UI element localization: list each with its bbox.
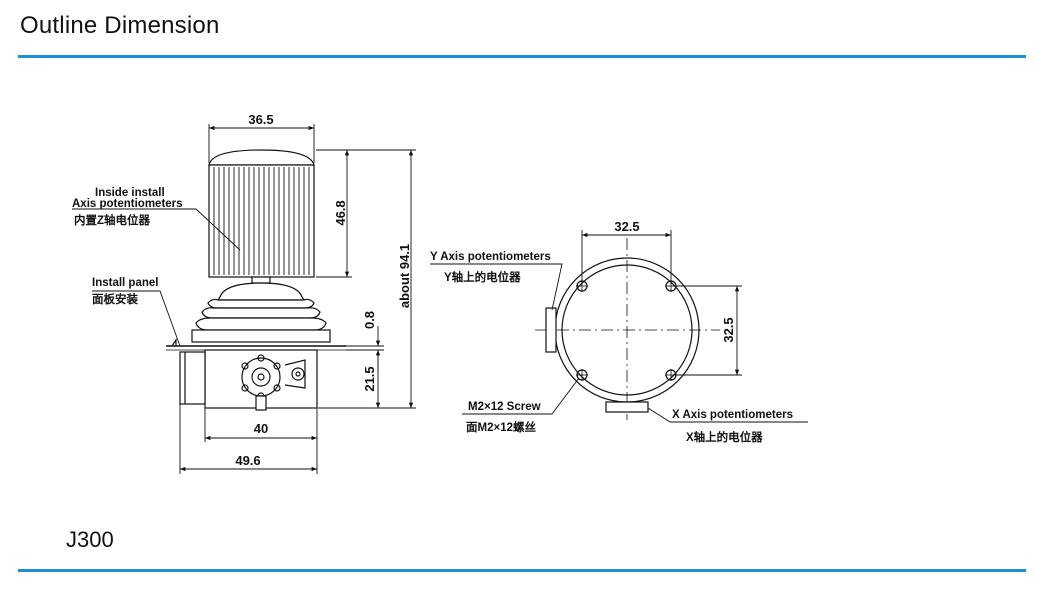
z-pot-leader bbox=[72, 208, 241, 251]
dim-hole-spacing-y: 32.5 bbox=[721, 317, 736, 342]
y-pot-label-cn: Y轴上的电位器 bbox=[444, 270, 521, 284]
y-pot-tab bbox=[545, 307, 557, 353]
knob-body bbox=[208, 164, 315, 278]
screw-label-en: M2×12 Screw bbox=[468, 401, 541, 413]
z-pot-label-en-2: Axis potentiometers bbox=[72, 198, 183, 210]
shaft bbox=[251, 276, 271, 284]
rubber-boot bbox=[216, 282, 306, 301]
screw-leader bbox=[462, 377, 580, 415]
dim-knob-height: 46.8 bbox=[333, 200, 348, 225]
side-dimensions bbox=[72, 124, 416, 474]
footer-divider bbox=[18, 569, 1026, 572]
dim-below-panel: 21.5 bbox=[362, 366, 377, 391]
knob-dome bbox=[208, 149, 315, 166]
dim-top-width: 36.5 bbox=[248, 112, 273, 127]
x-pot-label-en: X Axis potentiometers bbox=[672, 409, 793, 421]
dim-body-width: 40 bbox=[254, 421, 268, 436]
side-view bbox=[166, 149, 346, 411]
x-pot-tab bbox=[605, 401, 649, 413]
dim-overall-height: about 94.1 bbox=[397, 244, 412, 308]
screw-label-cn: 面M2×12螺丝 bbox=[466, 420, 536, 434]
bottom-dimensions bbox=[430, 230, 808, 423]
y-pot-leader bbox=[430, 263, 563, 311]
dim-overall-width: 49.6 bbox=[235, 453, 260, 468]
header-divider bbox=[18, 55, 1026, 58]
mount-holes bbox=[576, 280, 677, 381]
knob-ribs bbox=[213, 167, 310, 275]
model-number: J300 bbox=[66, 527, 114, 552]
bottom-view bbox=[535, 238, 720, 420]
dim-hole-spacing-x: 32.5 bbox=[614, 219, 639, 234]
panel-leader bbox=[92, 290, 181, 347]
x-pot-label-cn: X轴上的电位器 bbox=[686, 430, 763, 444]
dim-panel-thickness: 0.8 bbox=[362, 311, 377, 329]
z-pot-label-en-1: Inside install bbox=[95, 187, 165, 199]
panel-label-en: Install panel bbox=[92, 277, 158, 289]
z-pot-label-cn: 内置Z轴电位器 bbox=[74, 213, 151, 227]
panel-label-cn: 面板安装 bbox=[92, 292, 138, 306]
page-title: Outline Dimension bbox=[20, 12, 220, 39]
x-pot-leader bbox=[647, 407, 808, 423]
y-pot-label-en: Y Axis potentiometers bbox=[430, 251, 551, 263]
